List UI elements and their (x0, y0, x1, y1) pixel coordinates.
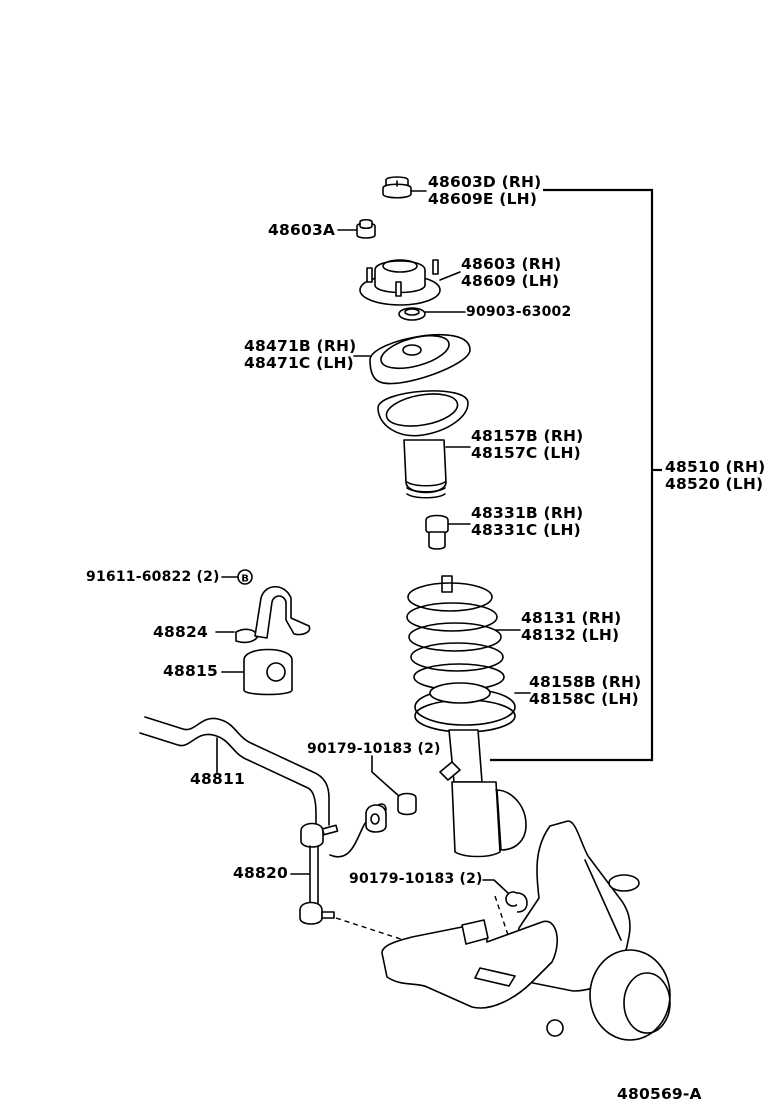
callout-stabilizer-bar[interactable]: 48811 (190, 771, 245, 788)
part-number: 90903-63002 (466, 304, 572, 320)
callout-lower-insulator[interactable]: 48158B (RH) 48158C (LH) (529, 674, 641, 708)
figure-id-text: 480569-A (617, 1085, 702, 1103)
part-number: 48811 (190, 770, 245, 788)
callout-strut-upper-nut[interactable]: 48603D (RH) 48609E (LH) (428, 174, 541, 208)
part-number: 48820 (233, 864, 288, 882)
part-number-lh: 48331C (LH) (471, 521, 581, 539)
part-number-rh: 48471B (RH) (244, 337, 357, 355)
upper-seat-part (353, 333, 471, 385)
part-number-lh: 48520 (LH) (665, 475, 764, 493)
callout-strut-mount[interactable]: 48603 (RH) 48609 (LH) (461, 256, 561, 290)
stabilizer-bar-part (139, 716, 387, 858)
coil-spring-part (406, 575, 521, 691)
stabilizer-link-part (290, 822, 417, 945)
part-number-rh: 48331B (RH) (471, 504, 584, 522)
part-number-rh: 48603D (RH) (428, 173, 542, 191)
callout-upper-seat[interactable]: 48471B (RH) 48471C (LH) (244, 338, 356, 372)
part-number-rh: 48157B (RH) (471, 427, 584, 445)
stabilizer-bushing-part (221, 648, 293, 696)
bearing-part (398, 307, 466, 321)
lower-insulator-part (414, 682, 531, 733)
strut-assembly-bracket-line (490, 188, 662, 762)
part-number: 48824 (153, 623, 208, 641)
part-number-lh: 48609 (LH) (461, 272, 560, 290)
bump-stopper-part (425, 514, 471, 550)
bolt-marker-symbol: B (241, 574, 249, 585)
part-number-lh: 48471C (LH) (244, 354, 354, 372)
part-number-rh: 48603 (RH) (461, 255, 562, 273)
callout-link-nut-lower[interactable]: 90179-10183 (2) (349, 871, 483, 888)
part-number-lh: 48158C (LH) (529, 690, 639, 708)
part-number: 48815 (163, 662, 218, 680)
part-number: 90179-10183 (2) (349, 871, 483, 887)
callout-stabilizer-bolt[interactable]: 91611-60822 (2) (86, 569, 220, 586)
upper-nut-part (382, 176, 427, 199)
link-nut-lower-part (482, 879, 528, 963)
part-number-rh: 48131 (RH) (521, 609, 622, 627)
link-nut-upper-part (371, 755, 417, 816)
callout-coil-spring[interactable]: 48131 (RH) 48132 (LH) (521, 610, 621, 644)
strut-body-part (439, 729, 527, 858)
part-number: 48603A (268, 221, 336, 239)
part-number-lh: 48157C (LH) (471, 444, 581, 462)
callout-stabilizer-bushing[interactable]: 48815 (163, 663, 218, 680)
stabilizer-bracket-part (215, 585, 311, 644)
part-number-rh: 48158B (RH) (529, 673, 642, 691)
figure-id: 480569-A (617, 1086, 702, 1103)
callout-dust-boot[interactable]: 48157B (RH) 48157C (LH) (471, 428, 583, 462)
support-nut-part (337, 218, 376, 239)
callout-stabilizer-link[interactable]: 48820 (233, 865, 288, 882)
callout-bump-stopper[interactable]: 48331B (RH) 48331C (LH) (471, 505, 583, 539)
part-number-lh: 48609E (LH) (428, 190, 538, 208)
dust-boot-part (377, 390, 471, 499)
part-number-rh: 48510 (RH) (665, 458, 765, 476)
callout-bearing[interactable]: 90903-63002 (466, 304, 571, 321)
callout-link-nut-upper[interactable]: 90179-10183 (2) (307, 741, 441, 758)
lower-arm-part (381, 919, 564, 1037)
callout-stabilizer-bracket[interactable]: 48824 (153, 624, 208, 641)
bolt-marker-part (221, 569, 253, 585)
callout-strut-assembly[interactable]: 48510 (RH) 48520 (LH) (665, 459, 765, 493)
part-number: 91611-60822 (2) (86, 569, 220, 585)
part-number: 90179-10183 (2) (307, 741, 441, 757)
strut-mount-part (359, 259, 461, 306)
part-number-lh: 48132 (LH) (521, 626, 620, 644)
callout-support-nut[interactable]: 48603A (268, 222, 335, 239)
